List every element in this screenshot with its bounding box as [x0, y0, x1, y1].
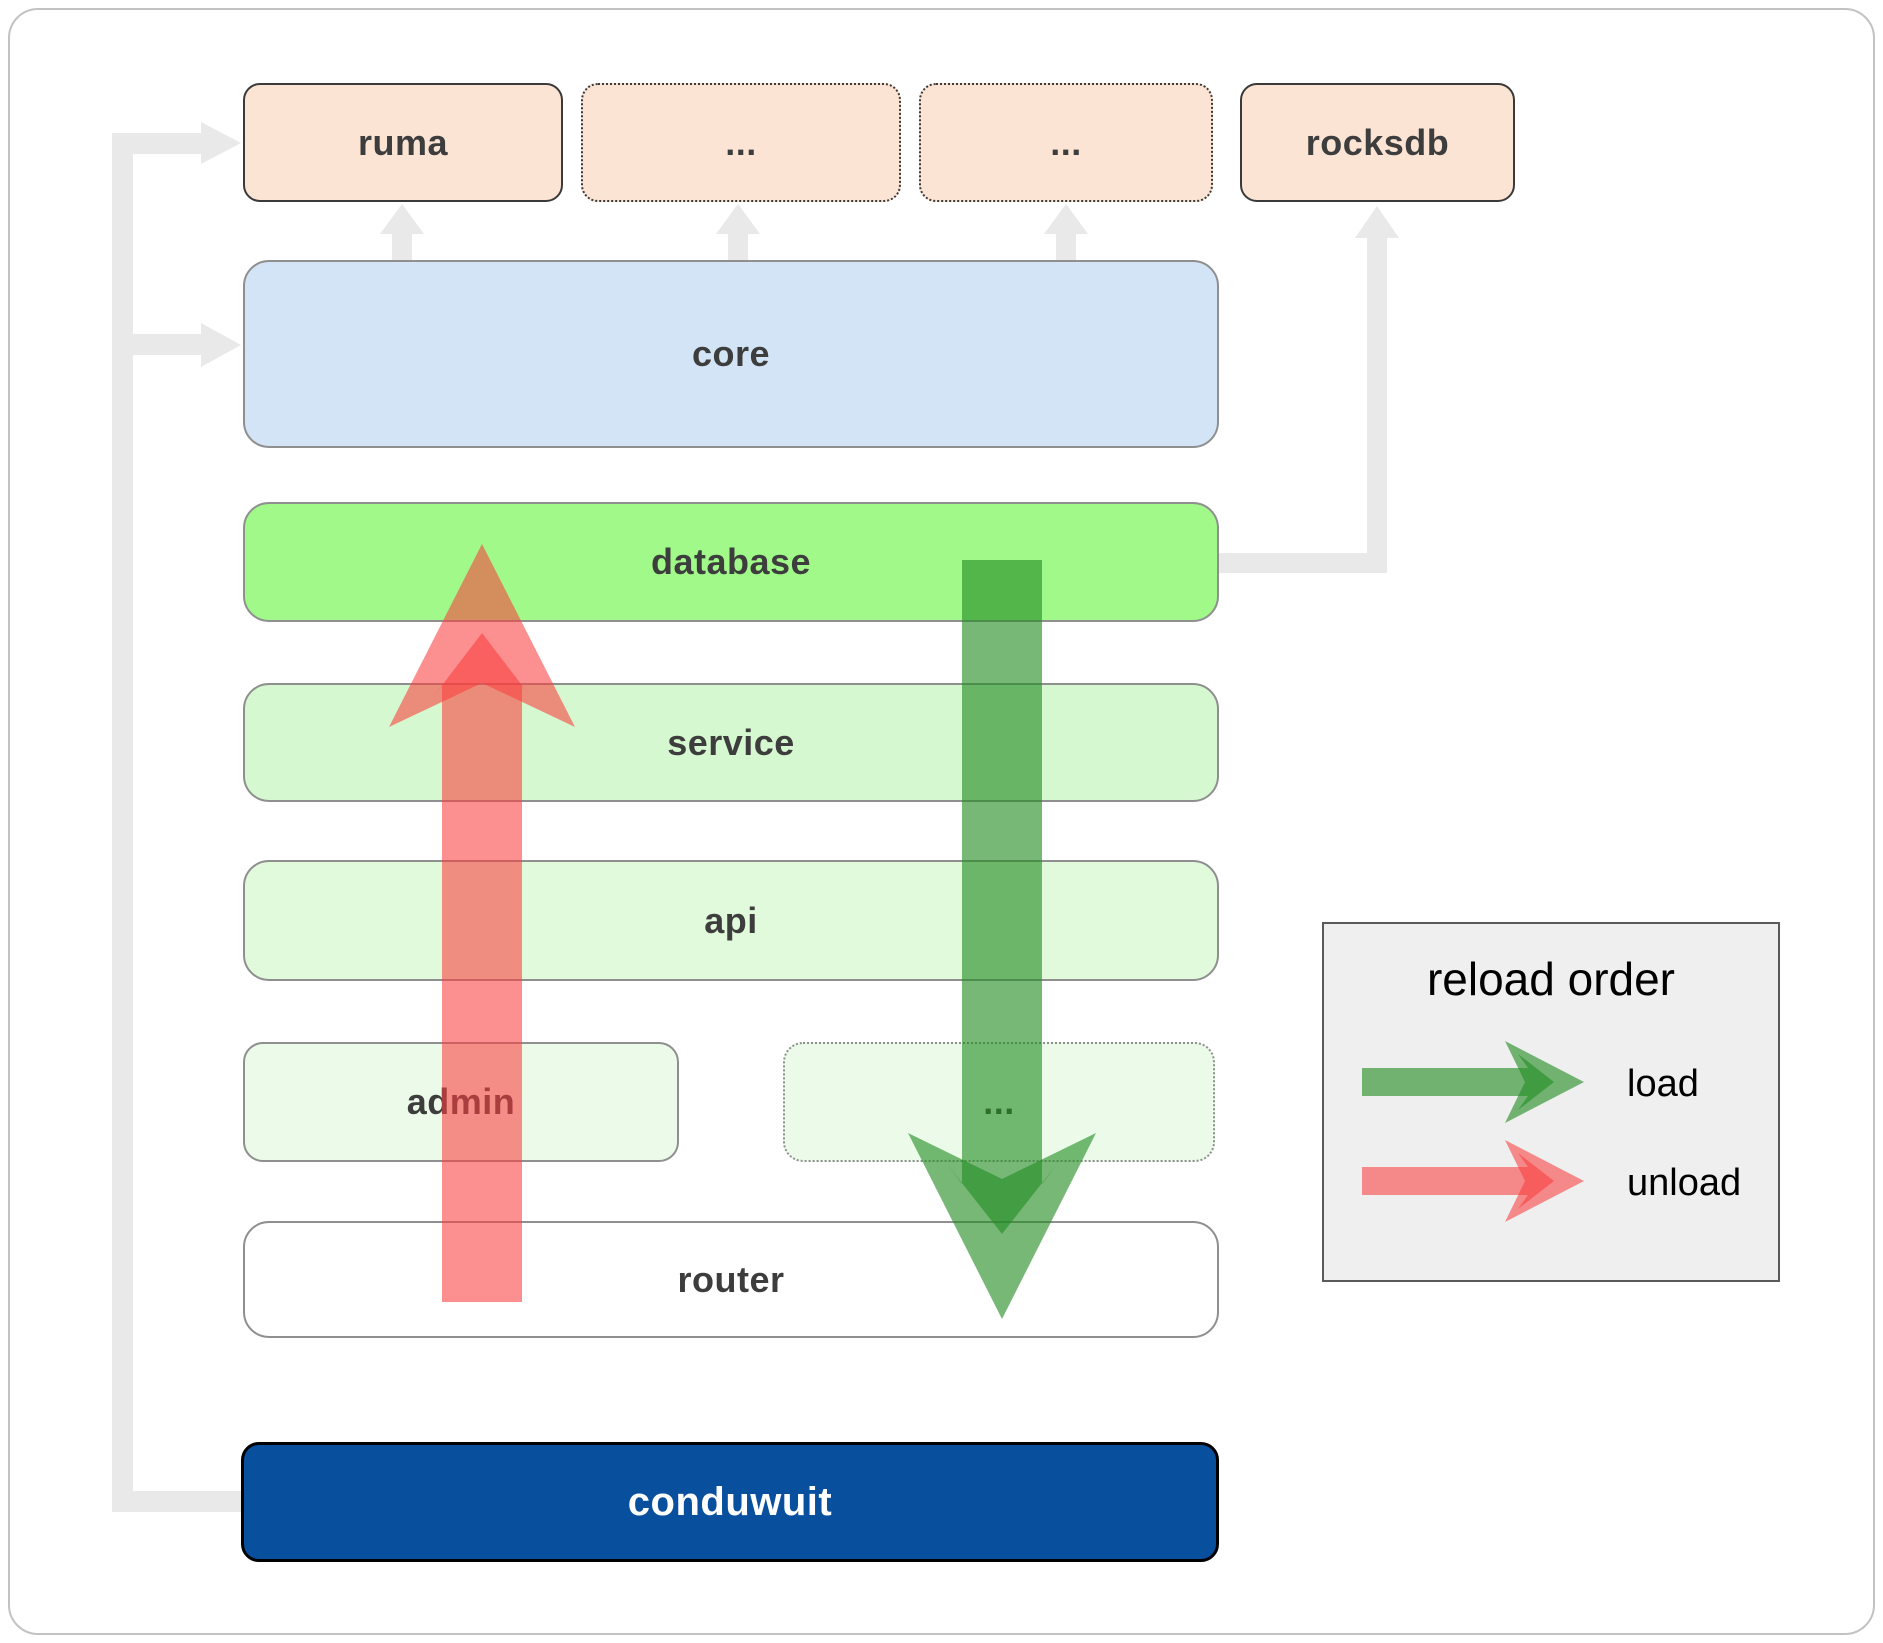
box-rocksdb: rocksdb: [1240, 83, 1515, 202]
box-admin-other-crate-label: ...: [983, 1081, 1015, 1122]
box-ruma: ruma: [243, 83, 563, 202]
box-core-label: core: [691, 333, 771, 374]
outer-frame: [8, 8, 1875, 1635]
box-admin-other-crate: ...: [783, 1042, 1215, 1162]
legend: reload order load unload: [1322, 922, 1780, 1282]
box-other-crate-2: ...: [919, 83, 1213, 202]
box-database: database: [243, 502, 1219, 622]
box-other-crate-1-label: ...: [725, 121, 757, 163]
box-admin-label: admin: [406, 1081, 516, 1122]
legend-unload-label: unload: [1627, 1161, 1742, 1204]
legend-title: reload order: [1426, 953, 1676, 1005]
box-service-label: service: [667, 721, 795, 763]
box-ruma-label: ruma: [357, 121, 449, 163]
box-conduwuit: conduwuit: [241, 1442, 1219, 1562]
box-admin: admin: [243, 1042, 679, 1162]
box-api: api: [243, 860, 1219, 981]
box-core: core: [243, 260, 1219, 448]
box-other-crate-1: ...: [581, 83, 901, 202]
box-service: service: [243, 683, 1219, 802]
box-rocksdb-label: rocksdb: [1305, 121, 1450, 163]
box-router: router: [243, 1221, 1219, 1338]
legend-load-label: load: [1627, 1062, 1699, 1105]
box-database-label: database: [650, 541, 812, 582]
box-other-crate-2-label: ...: [1050, 121, 1082, 163]
box-router-label: router: [677, 1258, 785, 1300]
box-conduwuit-label: conduwuit: [627, 1479, 833, 1524]
box-api-label: api: [704, 899, 758, 941]
